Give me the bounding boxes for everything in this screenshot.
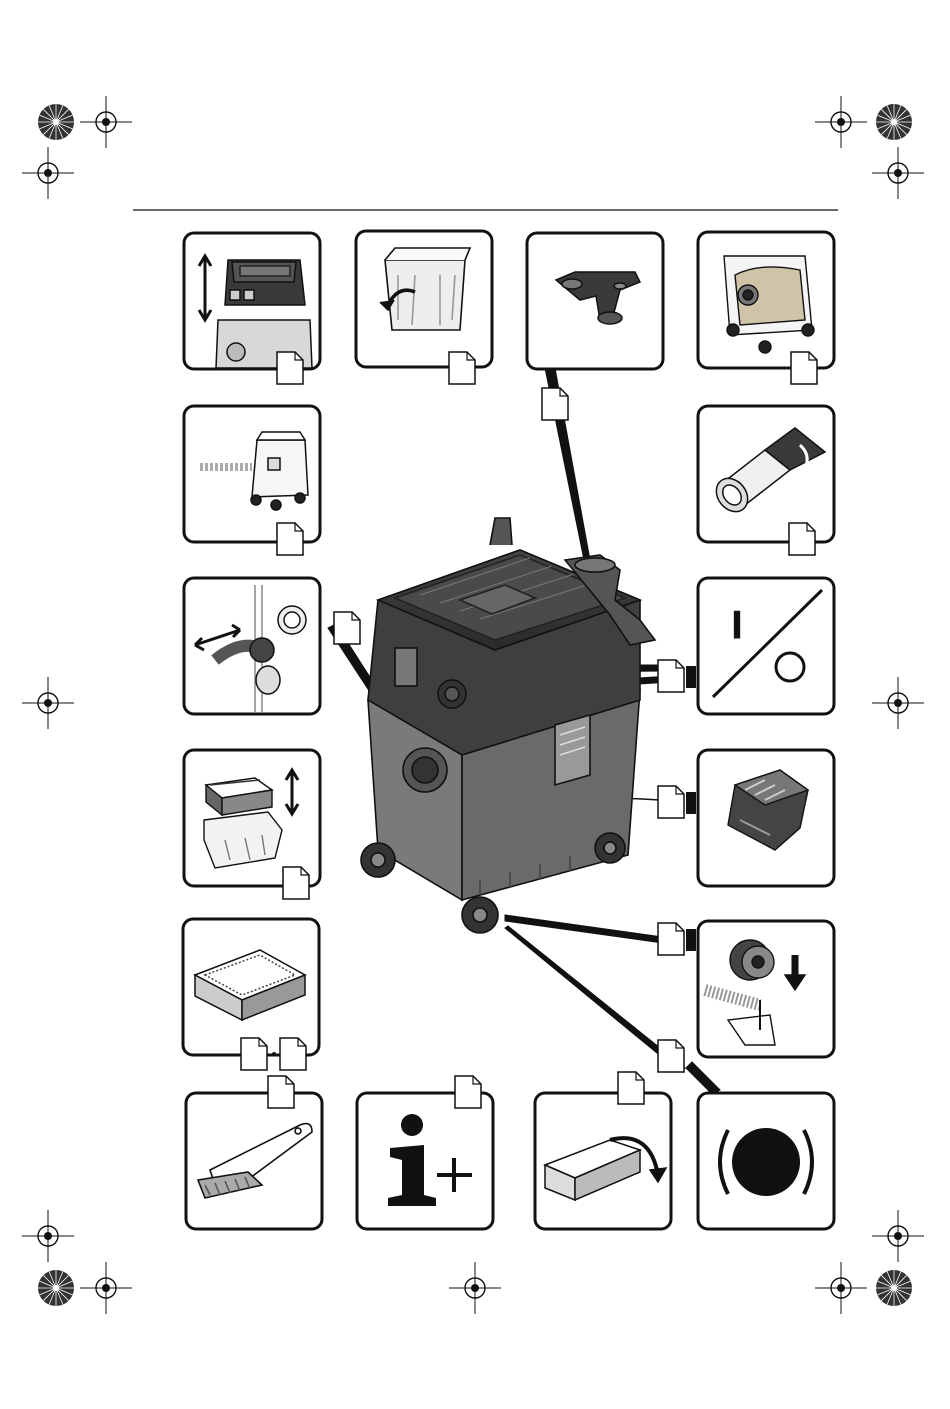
page-ref-icon [791,352,817,384]
panel-container-latch [356,231,492,367]
page-ref-icon [658,923,684,955]
panel-hose-adapter [698,406,834,542]
page-ref-icon [658,786,684,818]
page-ref-icon [658,1040,684,1072]
vacuum-cleaner-icon [361,518,655,933]
registration-mark-icon [872,147,924,199]
registration-mark-icon [80,1262,132,1314]
page-ref-icon [658,660,684,692]
panel-filter-removal [184,750,320,886]
page-ref-icon [283,867,309,899]
registration-mark-icon [22,677,74,729]
registration-mark-icon [815,1262,867,1314]
starburst-mark-icon [38,104,74,140]
container-rotate-icon [380,248,470,330]
starburst-mark-icon [876,1270,912,1306]
registration-mark-icon [872,1210,924,1262]
registration-mark-icon [815,96,867,148]
panel-cord-clip [698,750,834,886]
registration-mark-icon [872,677,924,729]
panel-more-info: i+ [357,1093,493,1229]
page-ref-icon [277,352,303,384]
registration-mark-icon [449,1262,501,1314]
panel-accessory-holder [527,233,663,369]
panel-dust-bag [698,232,834,368]
panel-exhaust-air [184,406,320,542]
panel-noise [698,1093,834,1229]
panel-flat-filter [183,919,319,1055]
starburst-mark-icon [38,1270,74,1306]
registration-mark-icon [80,96,132,148]
panel-on-off-switch: I [698,578,834,714]
page-ref-icon [268,1076,294,1108]
panel-castor-fitting [698,921,834,1057]
panel-cleaning-brush [186,1093,322,1229]
starburst-mark-icon [876,104,912,140]
page-ref-icon [455,1076,481,1108]
page-ref-icon [280,1038,306,1070]
panel-motor-head-lift [184,233,320,369]
page-ref-icon [449,352,475,384]
page-ref-icon [334,612,360,644]
switch-on-label: I [732,606,742,646]
panel-packaging [535,1093,671,1229]
registration-mark-icon [22,147,74,199]
page-ref-icon [618,1072,644,1104]
page-ref-icon [277,523,303,555]
leader-arrows [686,666,696,951]
panel-hose-connection [184,578,320,714]
page-ref-icon [789,523,815,555]
registration-mark-icon [22,1210,74,1262]
page-ref-icon [542,388,568,420]
page-ref-icon [241,1038,267,1070]
